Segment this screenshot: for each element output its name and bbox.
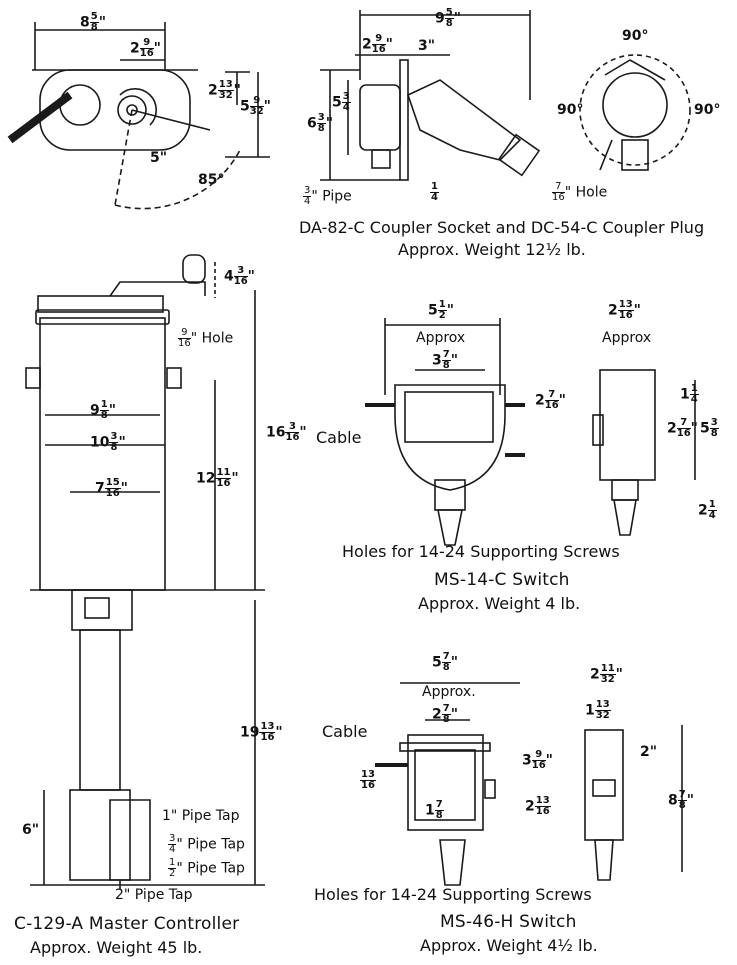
cable-ms14: Cable [316,428,362,447]
coupler-weight: Approx. Weight 12½ lb. [398,240,586,259]
angle-90-top: 90° [622,28,649,44]
ms14-holes: Holes for 14-24 Supporting Screws [342,542,620,561]
pipe-tap-3-4: Pipe Tap [187,836,245,853]
pipe-tap-2: 2" Pipe Tap [115,887,193,903]
ms46-title: MS-46-H Switch [440,912,577,932]
angle-85: 85° [198,172,225,188]
ms14-switch-drawing [365,318,696,546]
ms46-weight: Approx. Weight 4½ lb. [420,936,598,955]
dim-2in: 2" [640,744,658,760]
master-title: C-129-A Master Controller [14,914,240,934]
angle-90-left: 90° [557,102,584,118]
cable-ms46: Cable [322,722,368,741]
master-controller-drawing [25,254,265,890]
ms14-weight: Approx. Weight 4 lb. [418,594,581,613]
dim-5in: 5" [150,150,168,166]
hole-label-coupler: Hole [575,184,608,201]
dim-3in: 3" [418,38,436,54]
ms46-holes: Holes for 14-24 Supporting Screws [314,885,592,904]
coupler-drawing [320,10,691,181]
coupler-title: DA-82-C Coupler Socket and DC-54-C Coupl… [299,218,705,237]
angle-90-right: 90° [694,102,721,118]
ms14-title: MS-14-C Switch [434,570,570,590]
hole-label-master: Hole [201,330,234,347]
approx-ms14-side: Approx [602,330,652,346]
pipe-tap-1: 1" Pipe Tap [162,808,240,824]
pipe-label: Pipe [322,188,352,205]
approx-ms14: Approx [416,330,466,346]
master-weight: Approx. Weight 45 lb. [30,938,203,957]
dim-6in: 6" [22,822,40,838]
pipe-tap-1-2: Pipe Tap [187,860,245,877]
approx-ms46: Approx. [422,684,476,700]
controller-top-view [7,22,270,210]
ms46-switch-drawing [375,682,683,886]
